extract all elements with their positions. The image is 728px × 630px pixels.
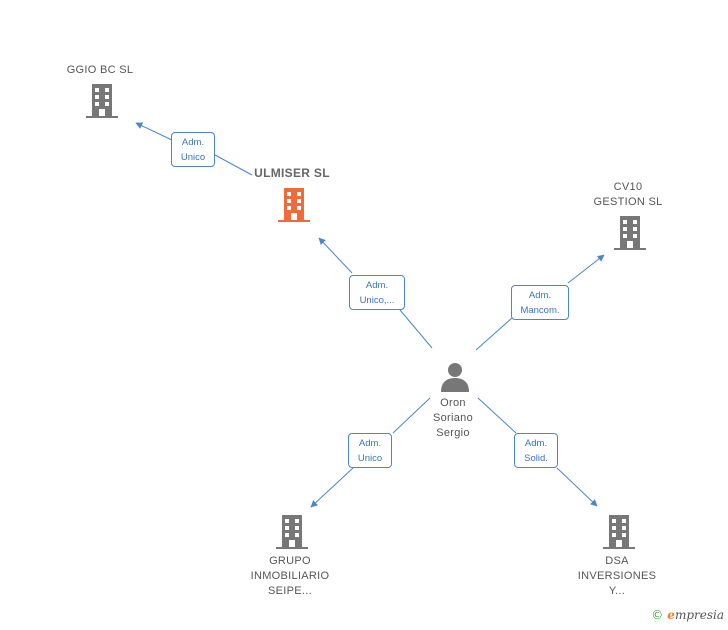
- person-icon[interactable]: [440, 362, 470, 392]
- edge-label-line: Adm.: [365, 280, 389, 291]
- edge-label-line: Unico: [180, 152, 206, 163]
- brand-initial: e: [667, 608, 675, 622]
- edge-label-person-dsa[interactable]: Adm. Solid.: [514, 433, 558, 468]
- node-label-dsa[interactable]: DSA INVERSIONES Y...: [557, 554, 677, 599]
- edge-label-line: Adm.: [524, 438, 548, 449]
- node-label-cv10[interactable]: CV10 GESTION SL: [570, 180, 686, 210]
- building-icon-grupo[interactable]: [276, 515, 308, 549]
- edge-label-line: Solid.: [524, 453, 548, 464]
- node-label-line: INVERSIONES: [577, 570, 657, 582]
- edge-person-dsa: [477, 397, 597, 506]
- edge-person-grupo: [311, 397, 431, 507]
- node-label-line: GRUPO: [269, 555, 311, 567]
- edge-person-cv10: [475, 255, 604, 351]
- edge-label-line: Adm.: [358, 438, 382, 449]
- node-label-person[interactable]: Oron Soriano Sergio: [413, 396, 493, 441]
- building-icon-cv10[interactable]: [614, 216, 646, 250]
- edge-label-ulmiser-ggio[interactable]: Adm. Unico: [171, 132, 215, 167]
- edge-label-line: Unico: [357, 453, 383, 464]
- node-label-line: Sergio: [436, 427, 470, 439]
- edge-label-line: Adm.: [528, 290, 552, 301]
- node-label-line: GGIO BC SL: [66, 64, 134, 76]
- edge-label-person-grupo[interactable]: Adm. Unico: [348, 433, 392, 468]
- edge-person-ulmiser: [319, 238, 433, 349]
- node-label-ulmiser[interactable]: ULMISER SL: [230, 166, 354, 181]
- brand-name: mpresia: [674, 608, 724, 622]
- edge-label-person-cv10[interactable]: Adm. Mancom.: [511, 285, 569, 320]
- node-label-line: Y...: [608, 585, 626, 597]
- building-icon-ggio[interactable]: [86, 84, 118, 118]
- copyright-symbol: ©: [651, 608, 664, 622]
- edge-label-line: Unico,...: [359, 295, 395, 306]
- edge-label-line: Adm.: [181, 137, 205, 148]
- node-label-line: Soriano: [432, 412, 473, 424]
- building-icon-dsa[interactable]: [603, 515, 635, 549]
- edge-label-line: Mancom.: [520, 305, 560, 316]
- node-label-line: SEIPE...: [268, 585, 312, 597]
- node-label-ggio[interactable]: GGIO BC SL: [40, 63, 160, 78]
- node-label-grupo[interactable]: GRUPO INMOBILIARIO SEIPE...: [230, 554, 350, 599]
- node-label-line: ULMISER SL: [254, 166, 330, 180]
- brand-logo: ©empresia: [651, 608, 724, 622]
- node-label-line: DSA: [605, 555, 629, 567]
- building-icon-ulmiser[interactable]: [278, 188, 310, 222]
- node-label-line: INMOBILIARIO: [250, 570, 330, 582]
- node-label-line: Oron: [440, 397, 466, 409]
- edge-label-person-ulmiser[interactable]: Adm. Unico,...: [349, 275, 405, 310]
- edge-ulmiser-ggio: [136, 123, 253, 176]
- node-label-line: GESTION SL: [593, 196, 663, 208]
- node-label-line: CV10: [613, 181, 643, 193]
